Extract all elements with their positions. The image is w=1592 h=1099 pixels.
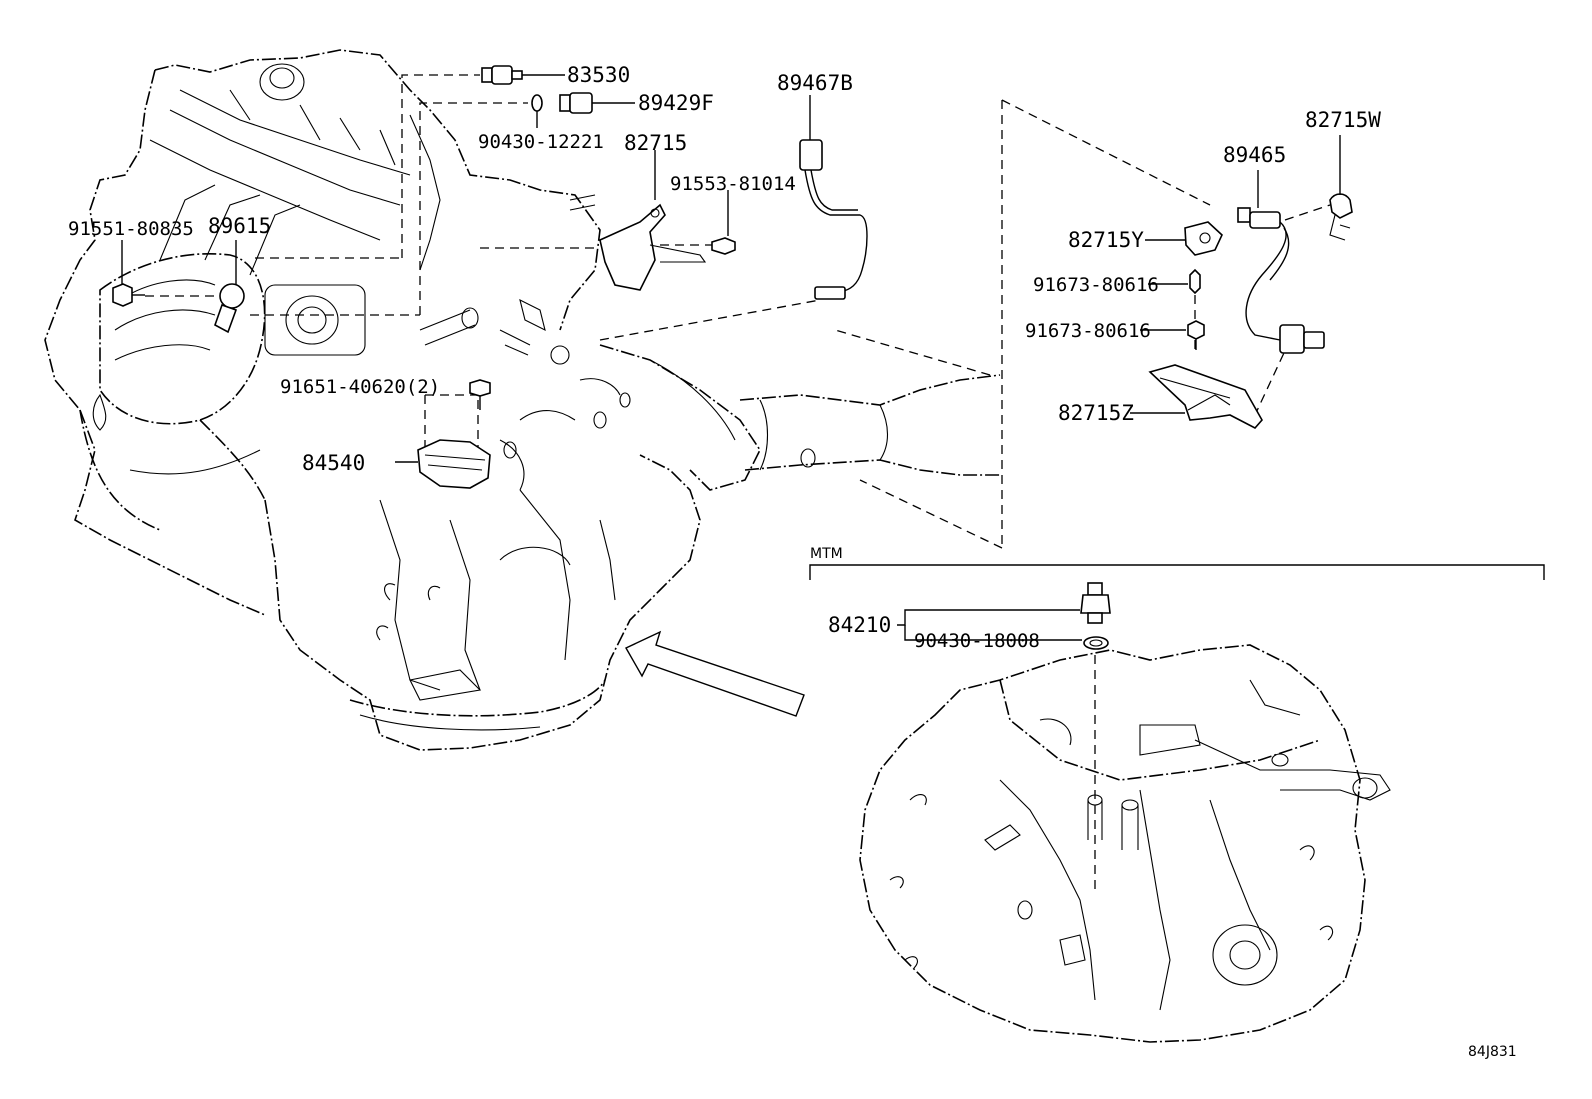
part-89465-oxygen-sensor-icon xyxy=(1237,170,1325,354)
direction-arrow xyxy=(625,630,805,717)
part-82715Z-bracket-icon xyxy=(1130,364,1263,429)
part-91673-80616-bolt-b-icon xyxy=(1140,320,1205,350)
part-82715Y-bracket-icon xyxy=(1145,221,1223,256)
label-90430-18008[interactable]: 90430-18008 xyxy=(914,630,1040,652)
part-91673-80616-bolt-a-icon xyxy=(1148,268,1201,295)
engine-assembly-drawing xyxy=(44,49,1001,751)
diagram-code: 84J831 xyxy=(1468,1044,1517,1060)
part-89429F-sensor-icon xyxy=(531,92,635,128)
part-82715W-clamp-icon xyxy=(1329,135,1353,241)
part-91551-80835-bolt-icon xyxy=(112,240,145,307)
label-mtm: MTM xyxy=(810,546,843,562)
part-82715-bracket-icon xyxy=(599,150,707,291)
part-84210-backup-switch-icon xyxy=(897,582,1111,650)
label-82715Z[interactable]: 82715Z xyxy=(1058,401,1134,425)
label-91651-40620[interactable]: 91651-40620(2) xyxy=(280,376,440,398)
label-89467B[interactable]: 89467B xyxy=(777,71,853,95)
label-90430-12221[interactable]: 90430-12221 xyxy=(478,131,604,153)
part-89467B-oxygen-sensor-icon xyxy=(799,95,868,300)
label-91673-80616-b[interactable]: 91673-80616 xyxy=(1025,320,1151,342)
label-91551-80835[interactable]: 91551-80835 xyxy=(68,218,194,240)
part-89615-knock-sensor-icon xyxy=(214,240,245,334)
part-84540-neutral-switch-icon xyxy=(395,439,491,489)
label-84210[interactable]: 84210 xyxy=(828,613,891,637)
mtm-section-bracket xyxy=(809,564,1545,580)
label-89465[interactable]: 89465 xyxy=(1223,143,1286,167)
mtm-transaxle-drawing xyxy=(859,644,1391,1043)
label-82715[interactable]: 82715 xyxy=(624,131,687,155)
label-91553-81014[interactable]: 91553-81014 xyxy=(670,173,796,195)
part-labels: 83530 89429F 90430-12221 82715 91553-810… xyxy=(68,63,1517,1060)
label-89615[interactable]: 89615 xyxy=(208,214,271,238)
label-84540[interactable]: 84540 xyxy=(302,451,365,475)
label-83530[interactable]: 83530 xyxy=(567,63,630,87)
part-83530-sensor-icon xyxy=(481,65,565,85)
part-91553-81014-bolt-icon xyxy=(711,190,736,255)
label-82715W[interactable]: 82715W xyxy=(1305,108,1381,132)
leader-lines xyxy=(145,74,1331,890)
label-82715Y[interactable]: 82715Y xyxy=(1068,228,1144,252)
label-91673-80616-a[interactable]: 91673-80616 xyxy=(1033,274,1159,296)
label-89429F[interactable]: 89429F xyxy=(638,91,714,115)
part-91651-40620-bolt-icon xyxy=(469,379,491,410)
